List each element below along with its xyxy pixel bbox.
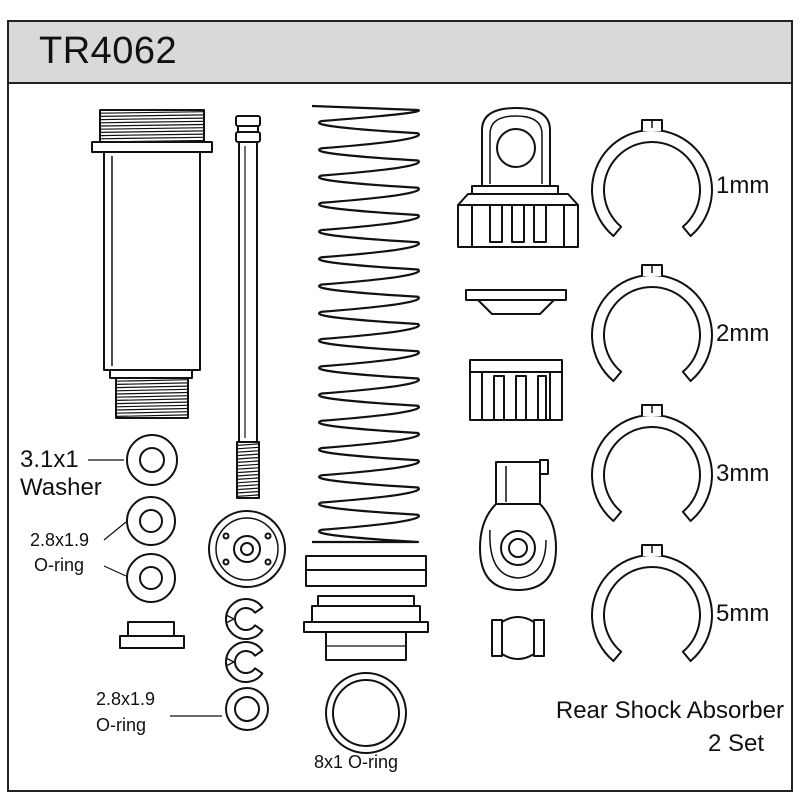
spacer-1mm	[591, 119, 713, 237]
o-ring-large	[325, 672, 407, 754]
piston	[208, 510, 286, 588]
bushing	[119, 621, 185, 649]
spacer-1mm-label: 1mm	[716, 172, 770, 199]
lower-cap	[303, 555, 429, 661]
washer-size-label: 3.1x1	[20, 446, 79, 473]
washer-name-label: Washer	[20, 474, 102, 501]
collet	[469, 359, 563, 421]
e-clip	[225, 598, 264, 640]
spacer-3mm	[591, 404, 713, 522]
shock-body	[91, 109, 213, 419]
upper-cap	[457, 107, 579, 248]
spring	[311, 104, 420, 544]
spacer-2mm	[591, 264, 713, 382]
o-ring-lower	[170, 687, 269, 731]
shock-shaft	[235, 115, 261, 499]
shaft-thread	[236, 441, 260, 499]
title-bar: TR4062	[9, 22, 791, 84]
body-top-thread	[99, 109, 205, 143]
pivot-ball	[491, 616, 545, 660]
part-number: TR4062	[39, 30, 178, 72]
spacer-3mm-label: 3mm	[716, 460, 770, 487]
body-bottom-thread	[115, 377, 189, 419]
spacer-5mm	[591, 544, 713, 662]
product-name: Rear Shock Absorber	[555, 697, 784, 724]
o-ring-lower-name-label: O-ring	[96, 715, 147, 735]
rod-end	[479, 459, 557, 591]
o-ring-upper-pair	[103, 496, 176, 603]
product-quantity: 2 Set	[707, 730, 764, 757]
spacer-5mm-label: 5mm	[716, 600, 770, 627]
washer	[88, 434, 178, 486]
o-ring-upper-size-label: 2.8x1.9	[30, 530, 90, 550]
o-ring-large-label: 8x1 O-ring	[314, 752, 399, 772]
spacer-2mm-label: 2mm	[716, 320, 770, 347]
e-clips	[225, 598, 264, 683]
spring-cup	[465, 289, 567, 315]
o-ring-lower-size-label: 2.8x1.9	[96, 689, 156, 709]
e-clip	[225, 641, 264, 683]
o-ring-upper-name-label: O-ring	[34, 555, 85, 575]
preload-spacers	[591, 119, 713, 662]
